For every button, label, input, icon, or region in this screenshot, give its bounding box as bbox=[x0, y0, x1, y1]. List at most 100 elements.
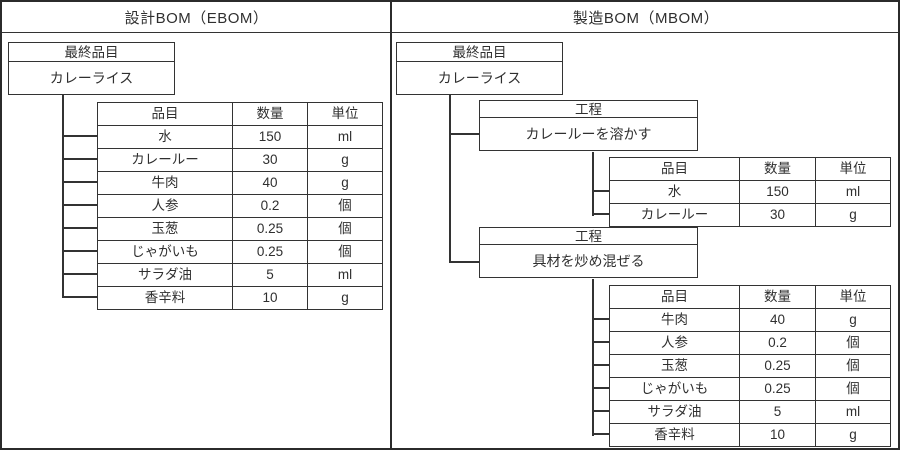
tree-branch-line bbox=[592, 213, 609, 215]
cell-item: サラダ油 bbox=[97, 263, 233, 287]
table-row: 香辛料 10 g bbox=[609, 423, 891, 447]
tree-branch-line bbox=[592, 387, 609, 389]
cell-item: 水 bbox=[97, 125, 233, 149]
table-row: カレールー 30 g bbox=[97, 148, 383, 172]
col-header-item: 品目 bbox=[609, 157, 740, 181]
table-row: 水 150 ml bbox=[97, 125, 383, 149]
cell-unit: 個 bbox=[307, 217, 383, 241]
cell-qty: 5 bbox=[739, 400, 816, 424]
tree-branch-line bbox=[449, 133, 479, 135]
process-header: 工程 bbox=[480, 101, 697, 118]
table-header-row: 品目 数量 単位 bbox=[609, 157, 891, 181]
tree-branch-line bbox=[592, 341, 609, 343]
table-row: カレールー 30 g bbox=[609, 203, 891, 227]
title-divider-line bbox=[2, 32, 898, 33]
tree-branch-line bbox=[449, 261, 479, 263]
cell-item: 香辛料 bbox=[97, 286, 233, 310]
tree-branch-line bbox=[62, 204, 97, 206]
cell-unit: 個 bbox=[307, 194, 383, 218]
cell-qty: 10 bbox=[232, 286, 308, 310]
table-row: じゃがいも 0.25 個 bbox=[609, 377, 891, 401]
process-value: 具材を炒め混ぜる bbox=[532, 253, 645, 269]
cell-unit: 個 bbox=[815, 377, 891, 401]
cell-qty: 0.25 bbox=[739, 354, 816, 378]
tree-branch-line bbox=[592, 410, 609, 412]
table-row: 牛肉 40 g bbox=[97, 171, 383, 195]
process2-subtrunk-line bbox=[592, 279, 594, 436]
cell-qty: 5 bbox=[232, 263, 308, 287]
cell-qty: 150 bbox=[232, 125, 308, 149]
tree-branch-line bbox=[62, 135, 97, 137]
final-item-value: カレーライス bbox=[437, 70, 522, 86]
cell-item: 人参 bbox=[97, 194, 233, 218]
tree-branch-line bbox=[62, 273, 97, 275]
process-header: 工程 bbox=[480, 228, 697, 245]
process1-parts-table: 品目 数量 単位 水 150 ml カレールー 30 g bbox=[609, 157, 891, 227]
cell-unit: ml bbox=[815, 400, 891, 424]
tree-branch-line bbox=[62, 296, 97, 298]
cell-qty: 0.2 bbox=[232, 194, 308, 218]
col-header-item: 品目 bbox=[609, 285, 740, 309]
cell-qty: 0.25 bbox=[739, 377, 816, 401]
cell-qty: 0.2 bbox=[739, 331, 816, 355]
mbom-final-item-box: 最終品目 カレーライス bbox=[396, 42, 563, 95]
mbom-panel-title: 製造BOM（MBOM） bbox=[572, 9, 720, 27]
col-header-qty: 数量 bbox=[739, 157, 816, 181]
col-header-unit: 単位 bbox=[815, 157, 891, 181]
process-box-stirfry-mix: 工程 具材を炒め混ぜる bbox=[479, 227, 698, 278]
table-row: 香辛料 10 g bbox=[97, 286, 383, 310]
col-header-unit: 単位 bbox=[815, 285, 891, 309]
cell-qty: 150 bbox=[739, 180, 816, 204]
tree-branch-line bbox=[592, 433, 609, 435]
cell-item: 水 bbox=[609, 180, 740, 204]
final-item-header: 最終品目 bbox=[9, 43, 174, 62]
cell-item: カレールー bbox=[609, 203, 740, 227]
cell-item: サラダ油 bbox=[609, 400, 740, 424]
cell-unit: g bbox=[815, 203, 891, 227]
table-row: サラダ油 5 ml bbox=[609, 400, 891, 424]
col-header-item: 品目 bbox=[97, 102, 233, 126]
table-row: サラダ油 5 ml bbox=[97, 263, 383, 287]
col-header-qty: 数量 bbox=[739, 285, 816, 309]
cell-unit: g bbox=[307, 171, 383, 195]
ebom-panel-title: 設計BOM（EBOM） bbox=[124, 9, 269, 27]
col-header-qty: 数量 bbox=[232, 102, 308, 126]
final-item-header: 最終品目 bbox=[397, 43, 562, 62]
cell-item: じゃがいも bbox=[97, 240, 233, 264]
cell-item: 牛肉 bbox=[97, 171, 233, 195]
table-row: 玉葱 0.25 個 bbox=[97, 217, 383, 241]
tree-branch-line bbox=[62, 181, 97, 183]
table-row: 人参 0.2 個 bbox=[97, 194, 383, 218]
cell-item: じゃがいも bbox=[609, 377, 740, 401]
process-value: カレールーを溶かす bbox=[525, 126, 652, 142]
table-row: 水 150 ml bbox=[609, 180, 891, 204]
cell-item: 玉葱 bbox=[609, 354, 740, 378]
cell-qty: 30 bbox=[232, 148, 308, 172]
cell-qty: 0.25 bbox=[232, 217, 308, 241]
cell-item: 人参 bbox=[609, 331, 740, 355]
cell-unit: ml bbox=[307, 263, 383, 287]
cell-unit: g bbox=[815, 308, 891, 332]
process2-parts-table: 品目 数量 単位 牛肉 40 g 人参 0.2 個 玉葱 0.25 個 じゃがい… bbox=[609, 285, 891, 447]
cell-item: 玉葱 bbox=[97, 217, 233, 241]
tree-branch-line bbox=[592, 318, 609, 320]
cell-unit: g bbox=[307, 286, 383, 310]
cell-unit: 個 bbox=[815, 331, 891, 355]
final-item-value: カレーライス bbox=[49, 70, 134, 86]
table-header-row: 品目 数量 単位 bbox=[609, 285, 891, 309]
cell-unit: ml bbox=[307, 125, 383, 149]
process1-subtrunk-line bbox=[592, 152, 594, 216]
cell-unit: ml bbox=[815, 180, 891, 204]
ebom-parts-table: 品目 数量 単位 水 150 ml カレールー 30 g 牛肉 40 g 人参 … bbox=[97, 102, 383, 310]
cell-qty: 30 bbox=[739, 203, 816, 227]
process-box-dissolve-roux: 工程 カレールーを溶かす bbox=[479, 100, 698, 151]
tree-branch-line bbox=[62, 227, 97, 229]
col-header-unit: 単位 bbox=[307, 102, 383, 126]
table-row: じゃがいも 0.25 個 bbox=[97, 240, 383, 264]
cell-unit: g bbox=[307, 148, 383, 172]
ebom-final-item-box: 最終品目 カレーライス bbox=[8, 42, 175, 95]
cell-item: 香辛料 bbox=[609, 423, 740, 447]
tree-branch-line bbox=[62, 158, 97, 160]
cell-qty: 10 bbox=[739, 423, 816, 447]
